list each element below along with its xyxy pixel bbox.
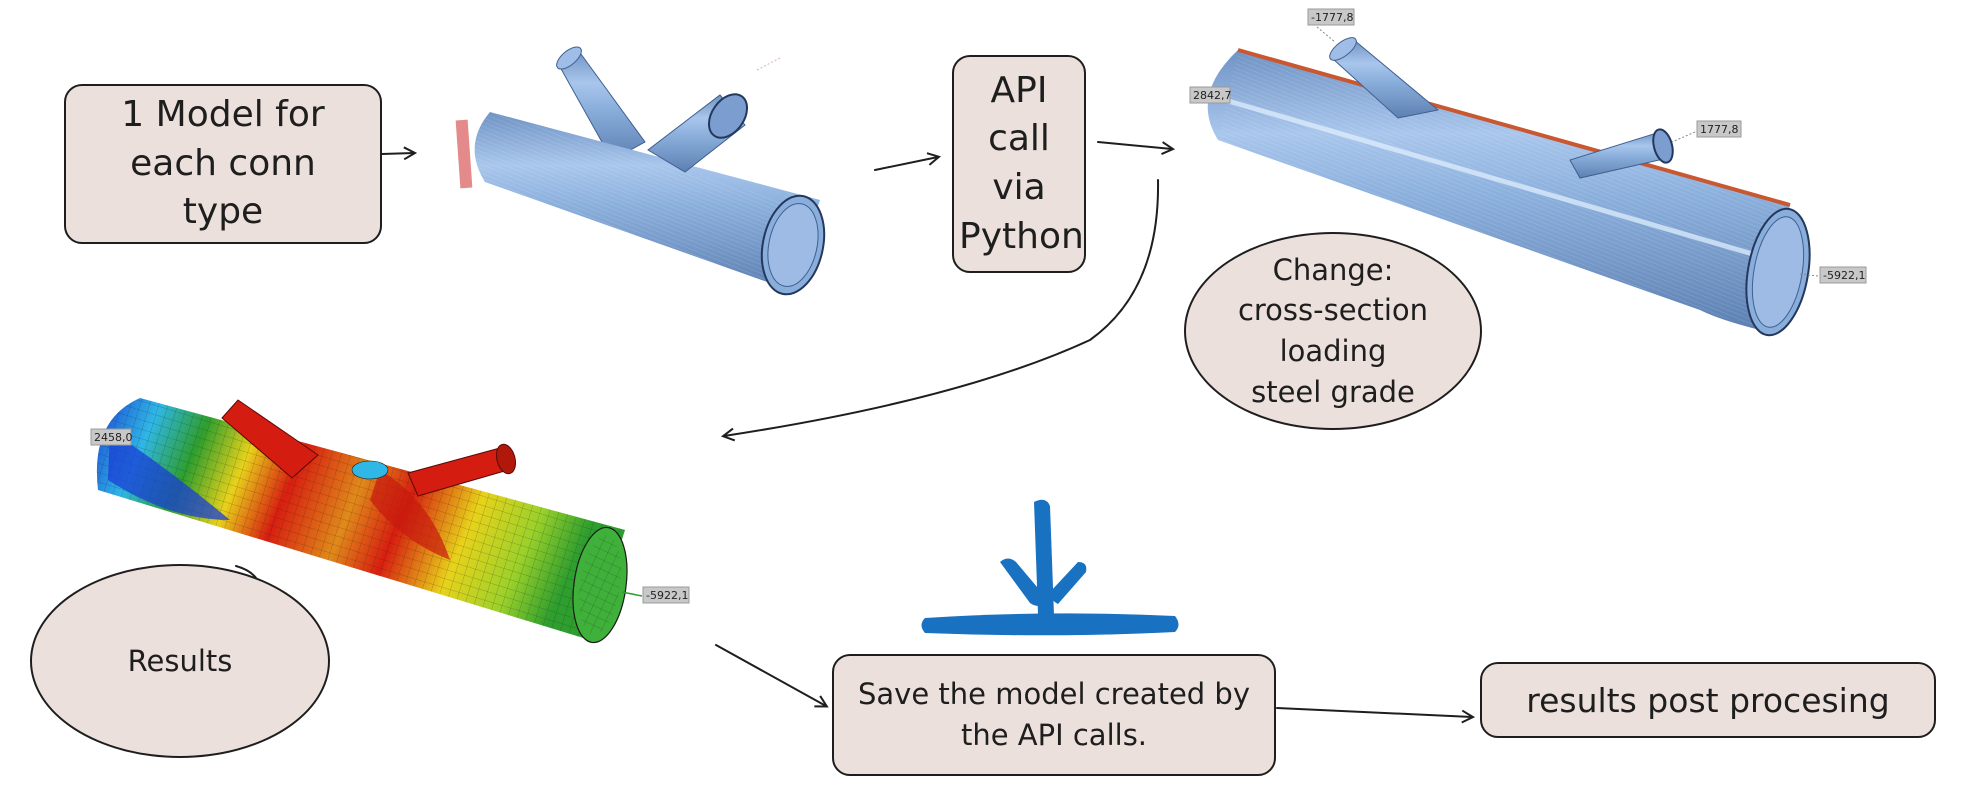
force-tag-top-branch: -1777,8 (1307, 8, 1355, 26)
arrow-model-to-pipe (381, 153, 414, 154)
model-box: 1 Model for each conn type (64, 84, 382, 244)
arrow-save-to-post (1276, 707, 1472, 717)
arrow-api-to-results (724, 179, 1160, 436)
arrow-results-to-save (715, 644, 826, 706)
force-tag-right-branch-text: 1777,8 (1700, 123, 1739, 136)
force-tag-top-branch-text: -1777,8 (1311, 11, 1353, 24)
t-joint-stamp-icon (921, 499, 1179, 636)
change-item-loading: loading (1279, 334, 1387, 368)
result-tag-right-text: -5922,1 (646, 589, 688, 602)
post-processing-box-label: results post procesing (1526, 680, 1890, 720)
arrow-api-to-loaded (1097, 141, 1172, 149)
stress-results-illustration (96, 398, 643, 644)
force-tag-right-end-text: -5922,1 (1823, 269, 1865, 282)
model-box-label: 1 Model for each conn type (121, 94, 325, 233)
loaded-pipe-illustration (1207, 26, 1819, 337)
arrow-pipe-to-api (874, 157, 938, 171)
change-item-cross-section: cross-section (1237, 293, 1429, 328)
pipe-model-illustration (455, 46, 826, 296)
force-tag-right-end: -5922,1 (1819, 266, 1867, 284)
force-tag-top-left: 2842,7 (1189, 86, 1232, 104)
api-box-label: API call via Python (959, 69, 1084, 257)
result-tag-right: -5922,1 (642, 586, 690, 604)
result-tag-left-text: 2458,0 (94, 431, 133, 444)
change-item-steel-grade: steel grade (1251, 374, 1415, 409)
api-box: API call via Python (952, 55, 1086, 273)
results-ellipse: Results (30, 564, 330, 758)
force-tag-top-left-text: 2842,7 (1193, 89, 1232, 102)
save-box: Save the model created by the API calls. (832, 654, 1276, 776)
post-processing-box: results post procesing (1480, 662, 1936, 738)
results-ellipse-label: Results (127, 643, 233, 678)
change-ellipse: Change: cross-section loading steel grad… (1184, 232, 1482, 430)
change-ellipse-title: Change: (1272, 252, 1394, 287)
force-tag-right-branch: 1777,8 (1696, 120, 1742, 138)
result-tag-left: 2458,0 (90, 428, 133, 446)
connectors (235, 141, 1472, 717)
save-box-label: Save the model created by the API calls. (858, 677, 1250, 752)
